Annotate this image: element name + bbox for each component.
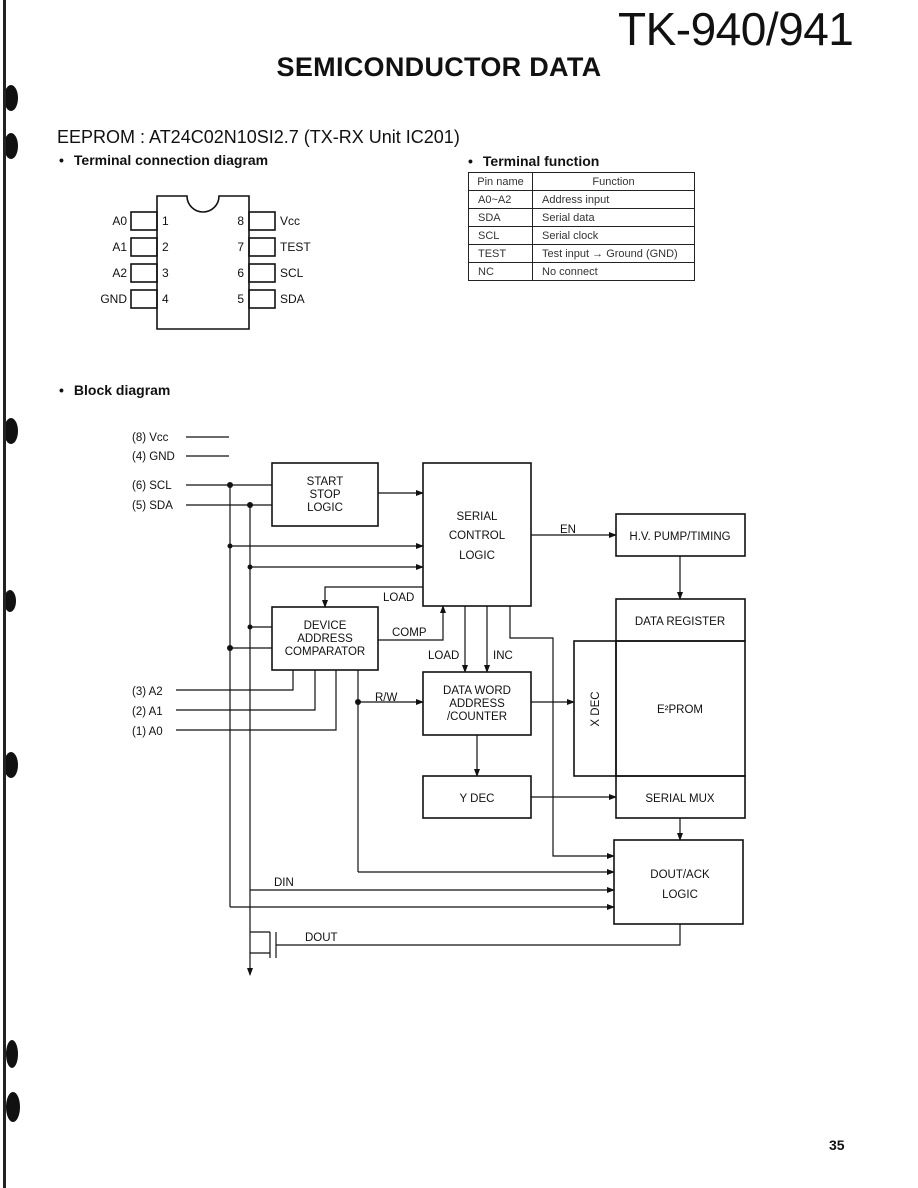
- input-a2-label: (3) A2: [132, 686, 163, 698]
- signal-load-label-1: LOAD: [383, 592, 414, 604]
- pin-sda-label: SDA: [280, 292, 305, 306]
- signal-dout-label: DOUT: [305, 932, 338, 944]
- signal-din-label: DIN: [274, 877, 294, 889]
- pin-4-number: 4: [162, 292, 169, 306]
- table-cell-function: Serial data: [532, 208, 695, 227]
- serial-mux-text: SERIAL MUX: [645, 793, 715, 805]
- binder-hole-mark: [4, 752, 18, 778]
- device-address-text-2: ADDRESS: [297, 633, 353, 645]
- signal-rw-label: R/W: [375, 692, 398, 704]
- start-stop-text-1: START: [307, 476, 344, 488]
- table-cell-pin: NC: [468, 262, 533, 281]
- serial-control-text-3: LOGIC: [459, 550, 495, 562]
- table-row: TEST Test input → Ground (GND): [468, 244, 695, 263]
- block-diagram-label: Block diagram: [73, 382, 171, 398]
- data-word-text-2: ADDRESS: [449, 698, 505, 710]
- signal-load-label-2: LOAD: [428, 650, 459, 662]
- pin-8-number: 8: [237, 214, 244, 228]
- serial-control-text-1: SERIAL: [457, 511, 499, 523]
- bullet-icon: •: [59, 152, 64, 168]
- binder-hole-mark: [6, 1040, 18, 1068]
- table-cell-function: Test input → Ground (GND): [532, 244, 695, 263]
- terminal-connection-label: Terminal connection diagram: [73, 152, 269, 168]
- binder-hole-mark: [4, 133, 18, 159]
- pin-scl-label: SCL: [280, 266, 304, 280]
- table-header-function: Function: [532, 172, 695, 191]
- bullet-icon: •: [59, 382, 64, 398]
- dout-ack-logic-block: [613, 839, 744, 925]
- page-title-text: SEMICONDUCTOR DATA: [276, 52, 602, 82]
- binder-hole-mark: [4, 418, 18, 444]
- start-stop-text-2: STOP: [309, 489, 340, 501]
- page-number: 35: [829, 1137, 845, 1153]
- pin-test-label: TEST: [280, 240, 311, 254]
- input-gnd-label: (4) GND: [132, 451, 175, 463]
- x-dec-text: X DEC: [590, 691, 602, 726]
- junction-dots: [227, 482, 361, 705]
- pin-a1-label: A1: [112, 240, 127, 254]
- binder-hole-mark: [4, 590, 16, 612]
- terminal-function-table: Pin name Function A0~A2 Address input SD…: [468, 172, 695, 281]
- device-address-text-3: COMPARATOR: [285, 646, 366, 658]
- dout-ack-text-1: DOUT/ACK: [650, 869, 710, 881]
- pin-gnd-label: GND: [100, 292, 127, 306]
- serial-control-text-2: CONTROL: [449, 530, 506, 542]
- data-register-text: DATA REGISTER: [635, 616, 725, 628]
- terminal-function-label: Terminal function: [482, 153, 600, 169]
- page-edge-line: [3, 0, 6, 1188]
- binder-hole-mark: [6, 1092, 20, 1122]
- pin-2-number: 2: [162, 240, 169, 254]
- pin-6-number: 6: [237, 266, 244, 280]
- device-address-text-1: DEVICE: [304, 620, 347, 632]
- table-cell-pin: SCL: [468, 226, 533, 245]
- binder-hole-mark: [4, 85, 18, 111]
- input-sda-label: (5) SDA: [132, 500, 173, 512]
- table-cell-function: No connect: [532, 262, 695, 281]
- dip8-package: [130, 195, 276, 330]
- bullet-icon: •: [468, 153, 473, 169]
- data-word-text-3: /COUNTER: [447, 711, 507, 723]
- pin-a0-label: A0: [112, 214, 127, 228]
- block-diagram-heading: • Block diagram: [59, 382, 170, 398]
- pin-vcc-label: Vcc: [280, 214, 300, 228]
- input-scl-label: (6) SCL: [132, 480, 172, 492]
- hv-pump-text: H.V. PUMP/TIMING: [629, 531, 730, 543]
- block-diagram-wiring: [176, 436, 683, 976]
- pin-3-number: 3: [162, 266, 169, 280]
- signal-comp-label: COMP: [392, 627, 427, 639]
- pin-a2-label: A2: [112, 266, 127, 280]
- eeprom-text: E²PROM: [657, 704, 703, 716]
- terminal-connection-heading: • Terminal connection diagram: [59, 152, 268, 168]
- terminal-function-heading: • Terminal function: [468, 153, 599, 169]
- input-a1-label: (2) A1: [132, 706, 163, 718]
- start-stop-logic-block: [271, 462, 379, 527]
- signal-en-label: EN: [560, 524, 576, 536]
- pin-5-number: 5: [237, 292, 244, 306]
- start-stop-text-3: LOGIC: [307, 502, 343, 514]
- dout-ack-text-2: LOGIC: [662, 889, 698, 901]
- y-dec-text: Y DEC: [460, 793, 495, 805]
- signal-inc-label: INC: [493, 650, 513, 662]
- input-a0-label: (1) A0: [132, 726, 163, 738]
- pin-7-number: 7: [237, 240, 244, 254]
- device-heading: EEPROM : AT24C02N10SI2.7 (TX-RX Unit IC2…: [57, 127, 460, 147]
- page-title: SEMICONDUCTOR DATA: [0, 52, 918, 83]
- data-word-text-1: DATA WORD: [443, 685, 511, 697]
- input-vcc-label: (8) Vcc: [132, 432, 169, 444]
- pin-1-number: 1: [162, 214, 169, 228]
- table-row: SDA Serial data: [468, 208, 695, 227]
- model-title: TK-940/941: [618, 3, 854, 55]
- table-row: NC No connect: [468, 262, 695, 281]
